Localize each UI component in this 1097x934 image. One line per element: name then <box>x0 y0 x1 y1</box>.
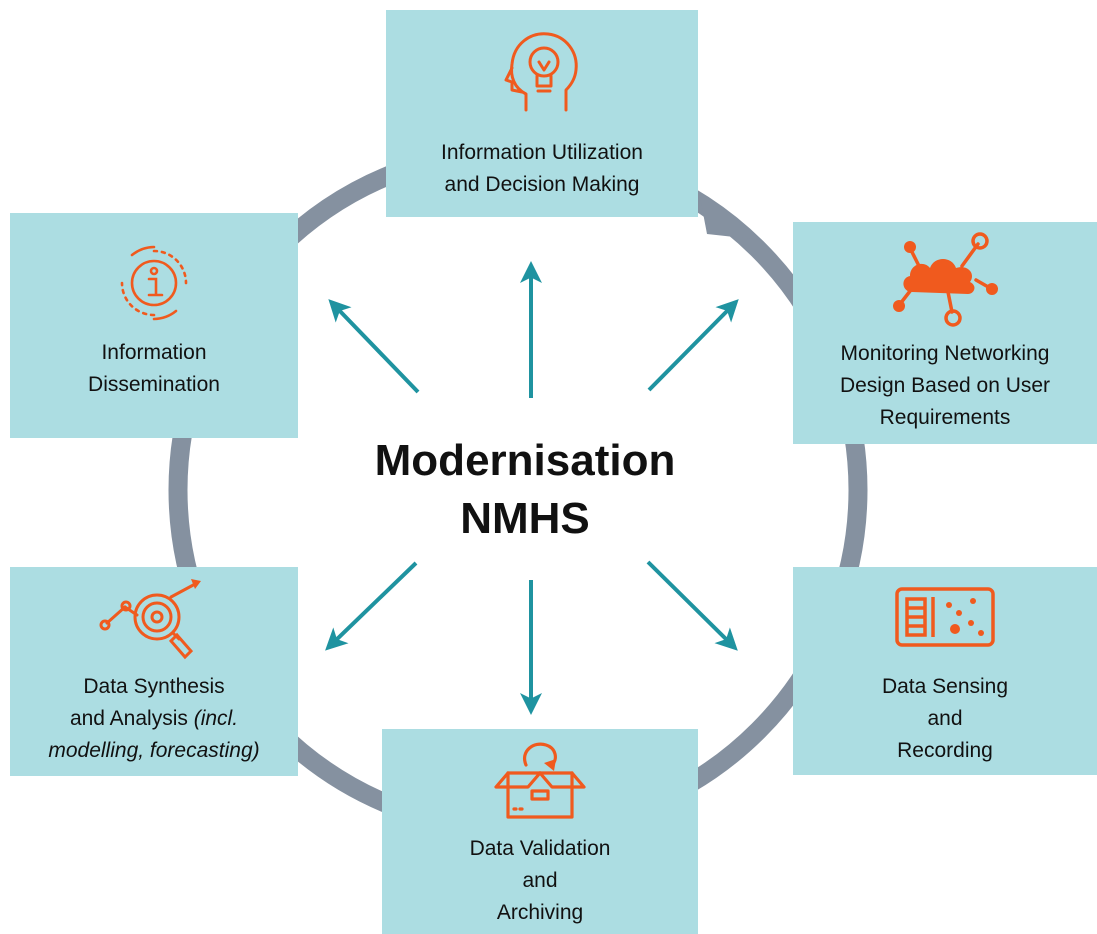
center-title-line: NMHS <box>460 494 590 543</box>
node-label-italic: modelling, forecasting) <box>48 739 260 762</box>
node-label-line: Dissemination <box>88 373 220 396</box>
node-label-italic: (incl. <box>193 707 239 730</box>
node-label-line: and Decision Making <box>444 173 640 196</box>
node-label: Information Utilization and Decision Mak… <box>386 137 698 201</box>
node-label-line: Recording <box>897 739 993 762</box>
node-label: Data Validation and Archiving <box>382 833 698 929</box>
node-label-line: and <box>522 869 558 892</box>
node-information-dissemination: Information Dissemination <box>10 213 298 438</box>
cycle-arrowhead <box>700 197 762 240</box>
node-label: Information Dissemination <box>10 337 298 401</box>
center-title: Modernisation NMHS <box>300 432 750 548</box>
node-label-line: Requirements <box>879 406 1011 429</box>
node-label-line: Monitoring Networking <box>840 342 1050 365</box>
node-information-utilization: Information Utilization and Decision Mak… <box>386 10 698 217</box>
center-title-line: Modernisation <box>374 436 676 485</box>
arrow-up-left <box>328 299 420 394</box>
magnifier-trend-icon <box>99 579 201 660</box>
node-data-synthesis: Data Synthesis and Analysis (incl. model… <box>10 567 298 776</box>
head-lightbulb-icon <box>504 32 578 112</box>
node-label-line: and Analysis (incl. <box>10 703 298 735</box>
info-circle-icon <box>120 245 188 321</box>
node-label: Data Synthesis and Analysis (incl. model… <box>10 671 298 767</box>
node-label-text: and Analysis <box>69 707 194 730</box>
node-label-line: Design Based on User <box>839 374 1051 397</box>
node-data-validation: Data Validation and Archiving <box>382 729 698 934</box>
node-label-line: Archiving <box>496 901 584 924</box>
arrow-down-right <box>646 560 738 651</box>
node-data-sensing: Data Sensing and Recording <box>793 567 1097 775</box>
node-label-line: and <box>927 707 963 730</box>
archive-box-icon <box>494 742 586 819</box>
data-panel-icon <box>895 587 995 647</box>
node-label-line: Data Validation <box>469 837 611 860</box>
cloud-network-icon <box>893 232 998 327</box>
node-label-line: modelling, forecasting) <box>10 735 298 767</box>
node-label: Monitoring Networking Design Based on Us… <box>793 338 1097 434</box>
node-monitoring-networking: Monitoring Networking Design Based on Us… <box>793 222 1097 444</box>
node-label-line: Information Utilization <box>441 141 643 164</box>
node-label-line: Data Sensing <box>881 675 1009 698</box>
arrow-down-left <box>325 561 418 651</box>
node-label-line: Information <box>101 341 207 364</box>
node-label: Data Sensing and Recording <box>793 671 1097 767</box>
node-label-line: Data Synthesis <box>83 675 225 698</box>
arrow-up-right <box>647 299 739 392</box>
